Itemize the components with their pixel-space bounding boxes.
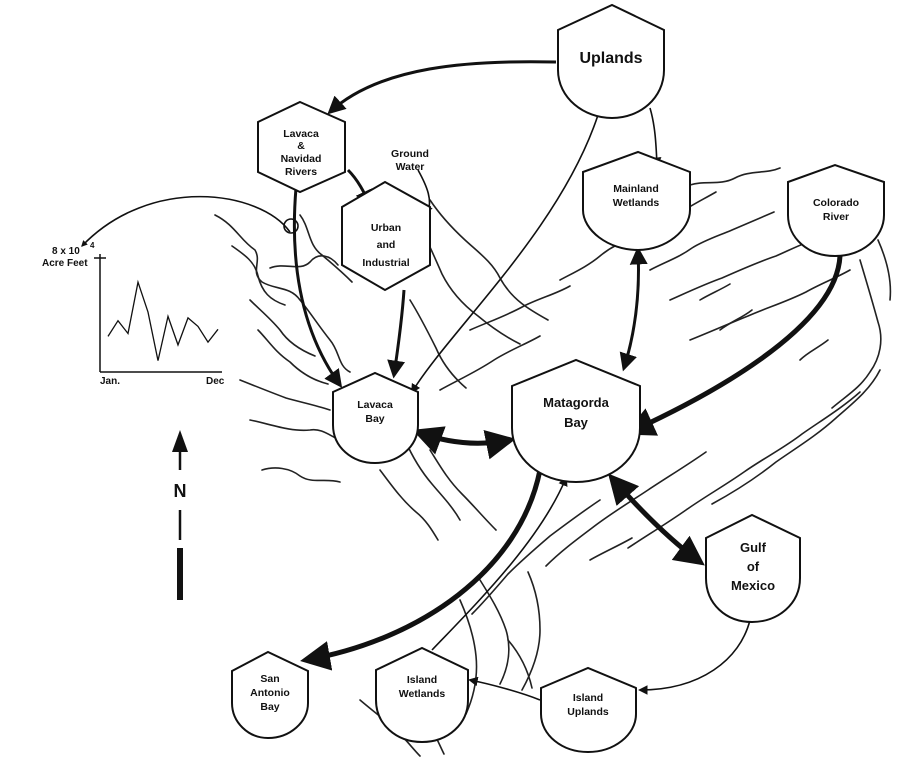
inset-y-label-exponent: 4 xyxy=(90,241,95,250)
coastline-map xyxy=(214,167,892,757)
gauge-circle-icon xyxy=(283,218,299,234)
north-arrowhead-icon xyxy=(172,430,188,452)
svg-text:Uplands: Uplands xyxy=(567,706,609,718)
svg-text:of: of xyxy=(747,559,760,574)
uplands-label: Uplands xyxy=(579,50,642,67)
svg-text:Bay: Bay xyxy=(260,701,279,713)
flow-mainland-wetlands-matagorda-bay xyxy=(619,246,648,372)
inset-y-label-unit: Acre Feet xyxy=(42,258,88,269)
svg-text:Ground: Ground xyxy=(391,148,429,160)
flow-uplands-to-lavaca-navidad xyxy=(327,60,557,115)
node-lavaca-navidad-rivers: Lavaca & Navidad Rivers xyxy=(257,100,346,194)
svg-text:Island: Island xyxy=(573,692,603,704)
north-arrow: N xyxy=(172,430,188,600)
flow-island-wetlands-to-matagorda-bay xyxy=(431,476,568,651)
svg-text:&: & xyxy=(297,140,305,152)
flow-matagorda-bay-to-san-antonio-bay xyxy=(300,469,543,671)
svg-text:Matagorda: Matagorda xyxy=(543,395,610,410)
svg-text:Island: Island xyxy=(407,674,437,686)
flow-matagorda-bay-gulf xyxy=(608,473,705,566)
node-lavaca-bay: Lavaca Bay xyxy=(332,371,419,465)
node-island-uplands: Island Uplands xyxy=(540,666,637,754)
svg-text:Gulf: Gulf xyxy=(740,540,767,555)
flow-lavaca-river-to-inset xyxy=(81,195,291,247)
svg-text:Lavaca: Lavaca xyxy=(357,399,393,411)
inset-x-end-label: Dec xyxy=(206,376,225,387)
svg-text:Wetlands: Wetlands xyxy=(613,197,660,209)
flow-urban-to-lavaca-bay xyxy=(387,289,406,379)
flow-lavaca-bay-matagorda-bay xyxy=(412,426,516,460)
flow-colorado-river-to-matagorda-bay xyxy=(624,255,843,436)
node-gulf-of-mexico: Gulf of Mexico xyxy=(705,513,801,624)
svg-text:Bay: Bay xyxy=(564,415,589,430)
flow-uplands-to-lavaca-bay xyxy=(410,114,599,394)
flow-island-uplands-to-island-wetlands xyxy=(468,676,541,701)
svg-text:Navidad: Navidad xyxy=(281,153,322,165)
node-urban-industrial: Urban and Industrial xyxy=(341,180,431,292)
inset-hydrograph: 8 x 10 4 Acre Feet Jan. Dec xyxy=(42,241,225,387)
ground-water-label: Ground Water xyxy=(391,148,429,173)
inset-y-label-value: 8 x 10 xyxy=(52,246,80,257)
svg-text:and: and xyxy=(377,239,396,251)
svg-text:San: San xyxy=(260,673,279,685)
node-island-wetlands: Island Wetlands xyxy=(375,646,469,744)
svg-text:River: River xyxy=(823,211,849,223)
svg-text:Bay: Bay xyxy=(365,413,384,425)
svg-text:Mexico: Mexico xyxy=(731,578,775,593)
svg-text:Lavaca: Lavaca xyxy=(283,128,319,140)
flow-lavaca-navidad-to-lavaca-bay xyxy=(292,187,343,388)
flow-gulf-to-island-uplands xyxy=(638,619,751,695)
svg-text:Mainland: Mainland xyxy=(613,183,659,195)
inset-series-line-0 xyxy=(107,279,219,361)
node-matagorda-bay: Matagorda Bay xyxy=(511,358,641,484)
svg-text:Antonio: Antonio xyxy=(250,687,290,699)
north-label: N xyxy=(174,481,187,501)
svg-text:Wetlands: Wetlands xyxy=(399,688,446,700)
svg-text:Water: Water xyxy=(396,161,425,173)
node-uplands: Uplands xyxy=(557,3,665,120)
inset-series xyxy=(107,279,219,361)
node-mainland-wetlands: Mainland Wetlands xyxy=(582,150,691,252)
node-colorado-river: Colorado River xyxy=(787,163,885,258)
svg-text:Rivers: Rivers xyxy=(285,166,317,178)
svg-text:Colorado: Colorado xyxy=(813,197,859,209)
node-san-antonio-bay: San Antonio Bay xyxy=(231,650,309,740)
inset-x-start-label: Jan. xyxy=(100,376,120,387)
svg-text:Industrial: Industrial xyxy=(362,257,409,269)
svg-text:Urban: Urban xyxy=(371,222,401,234)
